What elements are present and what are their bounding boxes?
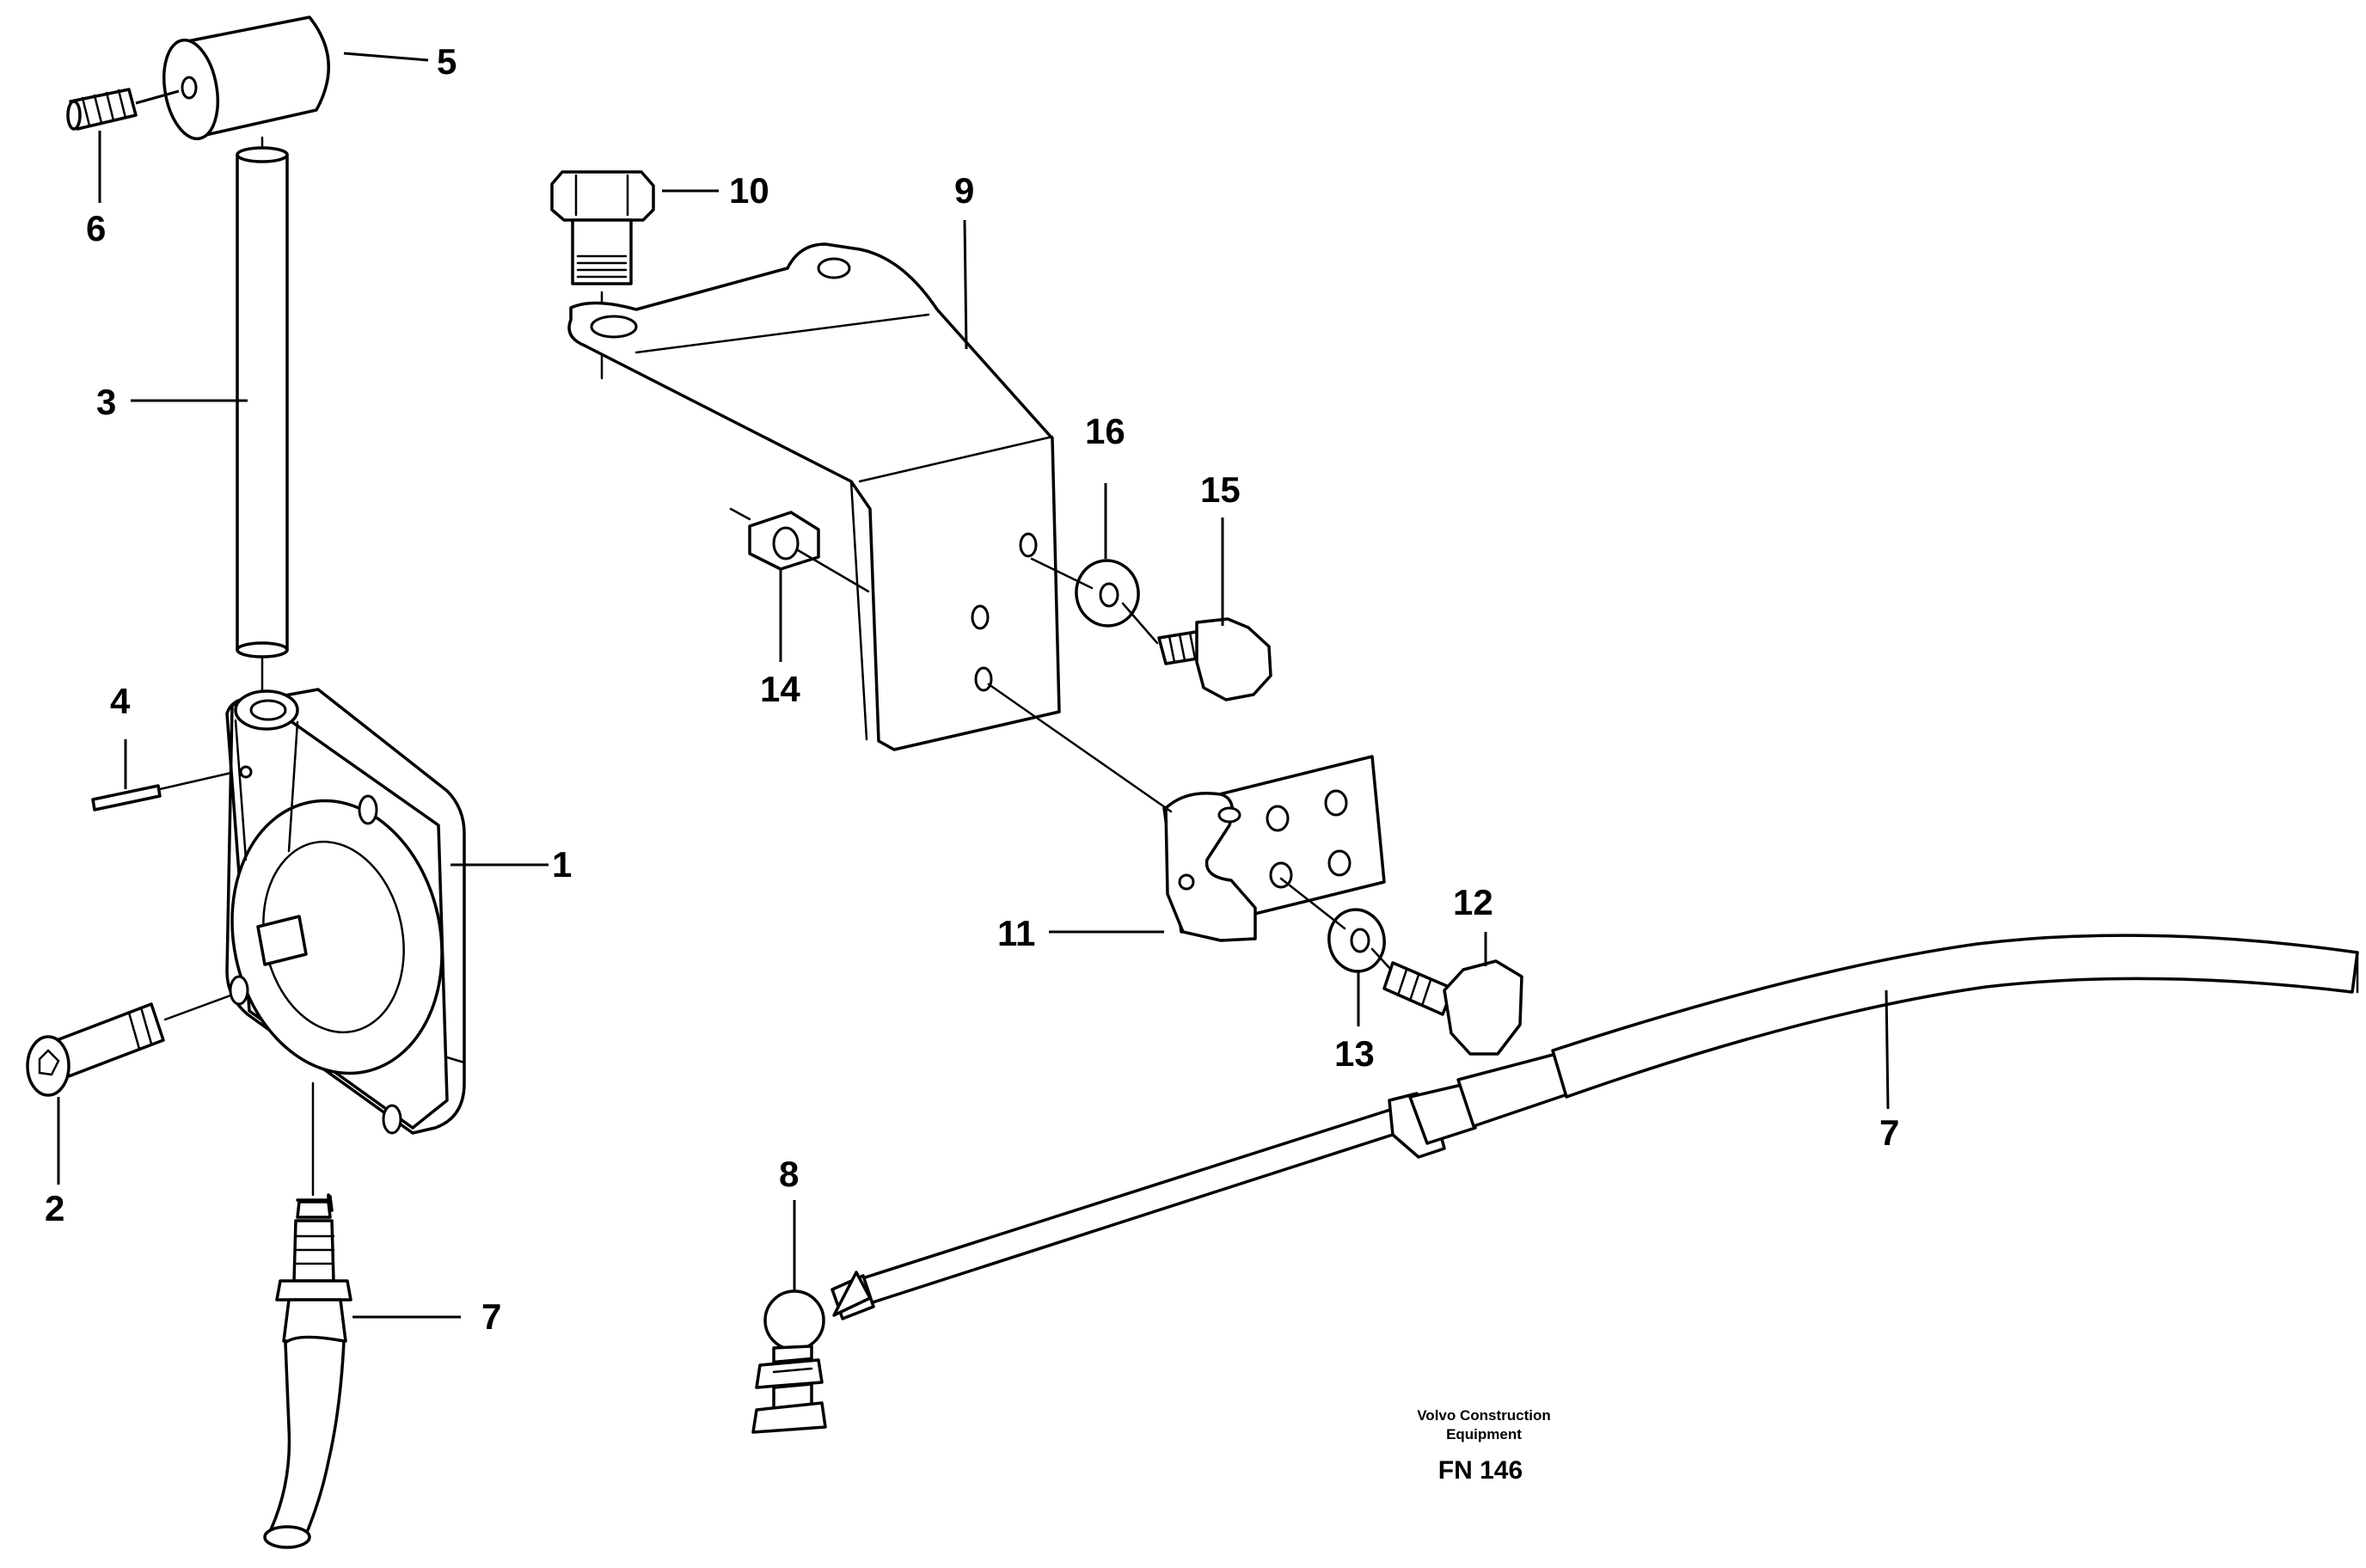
cap-screw-part-2 [26,1002,165,1097]
callout-11: 11 [997,913,1035,953]
callout-12: 12 [1453,882,1493,922]
callout-15: 15 [1200,469,1241,510]
set-screw-part-6 [66,88,138,131]
assembly-line [1121,602,1159,645]
control-housing-part-1 [225,688,466,1135]
callout-1: 1 [552,844,572,885]
figure-number: FN 146 [1438,1456,1523,1485]
callout-4: 4 [110,681,131,721]
knob-part-5 [162,15,330,141]
assembly-line [1279,877,1346,930]
assembly-line [158,769,244,791]
callout-2: 2 [45,1188,64,1228]
assembly-line [796,548,870,593]
rod-part-3 [236,146,289,658]
hex-bolt-part-10 [550,170,655,285]
bolt-part-12 [1382,959,1523,1056]
callout-9: 9 [954,170,974,211]
callout-6: 6 [86,208,106,248]
control-cable-part-7-right [858,934,2359,1305]
callout-10: 10 [729,170,769,211]
callout-3: 3 [96,382,116,422]
assembly-line [135,89,180,105]
axis-line [729,507,751,521]
washer-part-13 [1327,908,1386,973]
figure-caption: Volvo Construction Equipment FN 146 [1417,1407,1551,1485]
pin-part-4 [91,784,162,812]
callout-7-left: 7 [481,1296,501,1337]
callout-labels: 1 2 3 4 5 6 7 7 8 9 10 11 12 13 14 15 16 [45,41,1899,1337]
bracket-part-9 [567,242,1061,751]
assembly-line [1030,557,1094,590]
callout-8: 8 [779,1154,799,1194]
washer-part-16 [1075,559,1140,628]
bolt-part-15 [1157,617,1272,701]
assembly-line [987,683,1173,813]
callout-14: 14 [760,669,800,709]
company-line-2: Equipment [1446,1426,1522,1442]
nut-part-14 [748,511,820,571]
lever-plate-part-11 [1162,755,1386,942]
leader-lines [57,52,1890,1319]
callout-16: 16 [1085,411,1125,451]
callout-5: 5 [437,41,457,82]
ball-joint-part-8 [751,1271,875,1434]
company-line-1: Volvo Construction [1417,1407,1551,1424]
assembly-line [1370,947,1393,971]
callout-7-right: 7 [1879,1112,1899,1153]
assembly-line [163,994,232,1021]
callout-13: 13 [1334,1033,1375,1074]
cable-part-7-left [263,1193,352,1549]
